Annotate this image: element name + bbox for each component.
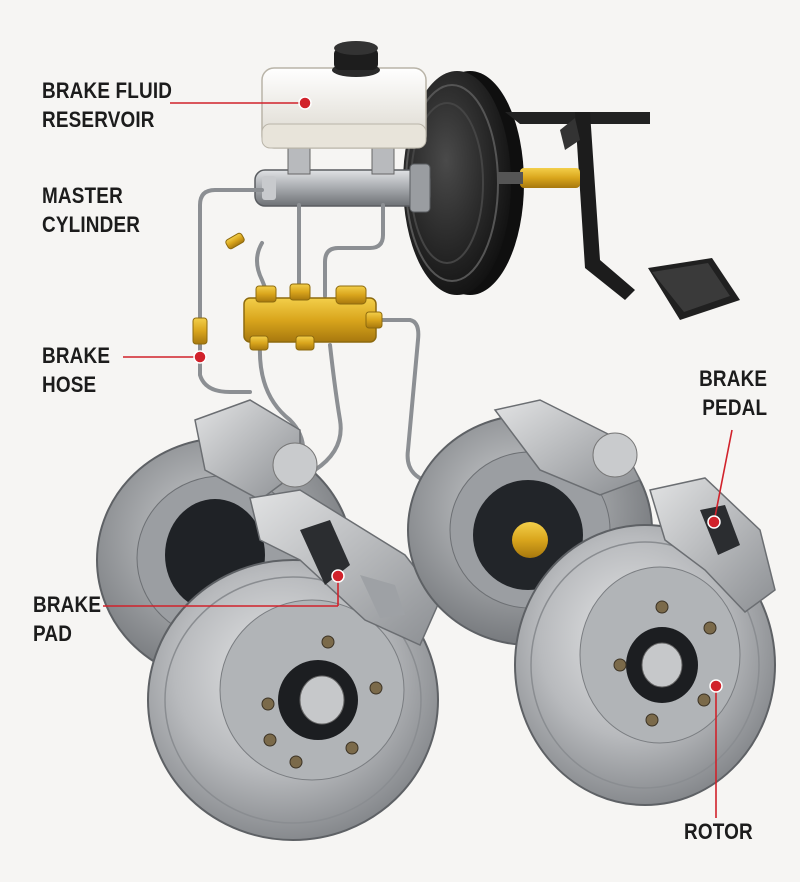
label-brake-fluid-reservoir: BRAKE FLUID RESERVOIR xyxy=(42,76,172,134)
proportioning-valve xyxy=(243,283,383,351)
label-master-cylinder: MASTER CYLINDER xyxy=(42,181,140,239)
label-pad-line1: BRAKE xyxy=(33,592,102,617)
brake-fluid-reservoir xyxy=(261,41,427,149)
label-master-line2: CYLINDER xyxy=(42,212,141,237)
label-rotor: ROTOR xyxy=(684,817,753,846)
label-reservoir-line2: RESERVOIR xyxy=(42,107,155,132)
label-rotor-line1: ROTOR xyxy=(684,819,753,844)
label-brake-pad: BRAKE PAD xyxy=(33,590,101,648)
master-cylinder xyxy=(254,145,431,213)
brake-pedal-assembly xyxy=(497,112,740,320)
right-brake-assembly xyxy=(407,399,776,806)
leader-lines xyxy=(103,102,733,818)
leader-markers xyxy=(193,96,723,693)
label-master-line1: MASTER xyxy=(42,183,123,208)
left-brake-assembly xyxy=(96,399,441,841)
pedal-leader xyxy=(713,429,733,523)
label-pedal-line2: PEDAL xyxy=(702,395,767,420)
label-hose-line1: BRAKE xyxy=(42,343,111,368)
brake-booster xyxy=(403,71,524,295)
label-hose-line2: HOSE xyxy=(42,372,97,397)
label-pad-line2: PAD xyxy=(33,621,73,646)
label-pedal-line1: BRAKE xyxy=(698,366,767,391)
label-reservoir-line1: BRAKE FLUID xyxy=(42,78,173,103)
label-brake-pedal: BRAKE PEDAL xyxy=(699,364,767,422)
label-brake-hose: BRAKE HOSE xyxy=(42,341,110,399)
